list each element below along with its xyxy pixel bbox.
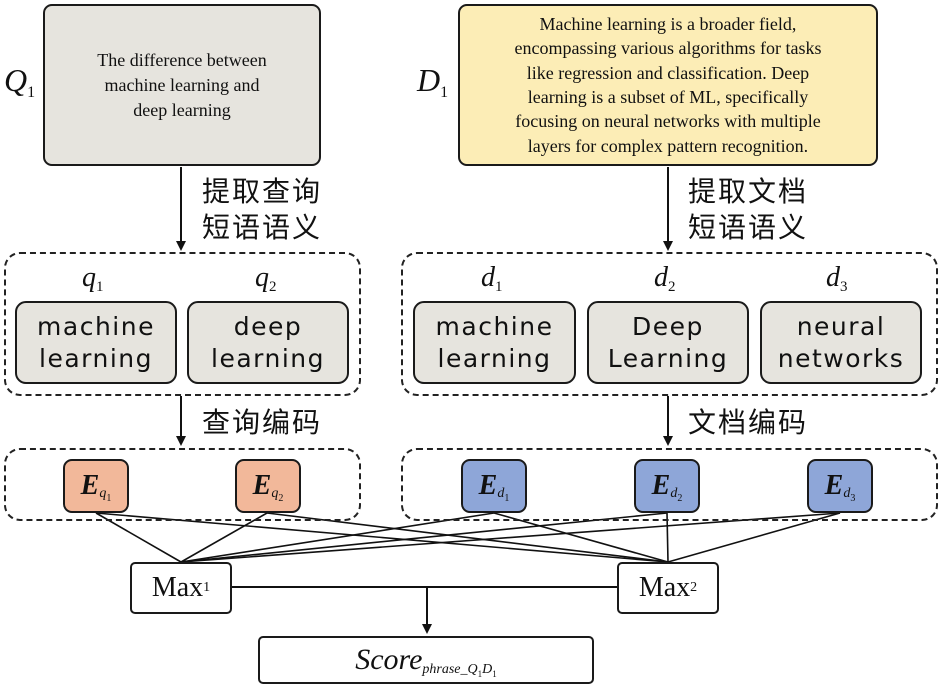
query-phrase-group (4, 252, 361, 396)
query-label: Q1 (4, 62, 36, 101)
wire-eq1-max2 (95, 512, 669, 563)
document-phrase-group (401, 252, 938, 396)
document-embedding-group (401, 448, 938, 521)
document-text-box: Machine learning is a broader field, enc… (458, 4, 878, 166)
document-phrase-label-2: d2 (654, 262, 676, 295)
document-phrase-box-3: neural networks (760, 301, 922, 384)
wire-ed2-max1 (180, 512, 668, 563)
query-extract-step-label: 提取查询 短语语义 (202, 175, 323, 244)
document-phrase-label-3: d3 (826, 262, 848, 295)
wire-eq2-max1 (180, 512, 268, 563)
wire-ed2-max2 (666, 512, 669, 563)
query-encode-step-label: 查询编码 (202, 406, 323, 439)
document-phrase-box-1: machine learning (413, 301, 576, 384)
document-phrase-label-1: d1 (481, 262, 503, 295)
wire-ed1-max2 (493, 512, 669, 563)
query-text-box: The difference between machine learning … (43, 4, 321, 166)
document-encode-step-label: 文档编码 (688, 406, 809, 439)
wire-ed3-max1 (180, 512, 841, 563)
wire-eq2-max2 (266, 512, 669, 563)
document-label: D1 (417, 62, 449, 101)
query-phrase-label-1: q1 (82, 262, 104, 295)
query-phrase-box-2: deep learning (187, 301, 349, 384)
document-phrase-box-2: Deep Learning (587, 301, 749, 384)
wire-ed3-max2 (667, 512, 841, 563)
query-embedding-group (4, 448, 361, 521)
document-extract-step-label: 提取文档 短语语义 (688, 175, 809, 244)
query-phrase-box-1: machine learning (15, 301, 177, 384)
wire-ed1-max1 (180, 512, 495, 563)
wire-eq1-max1 (95, 512, 182, 563)
query-phrase-label-2: q2 (255, 262, 277, 295)
